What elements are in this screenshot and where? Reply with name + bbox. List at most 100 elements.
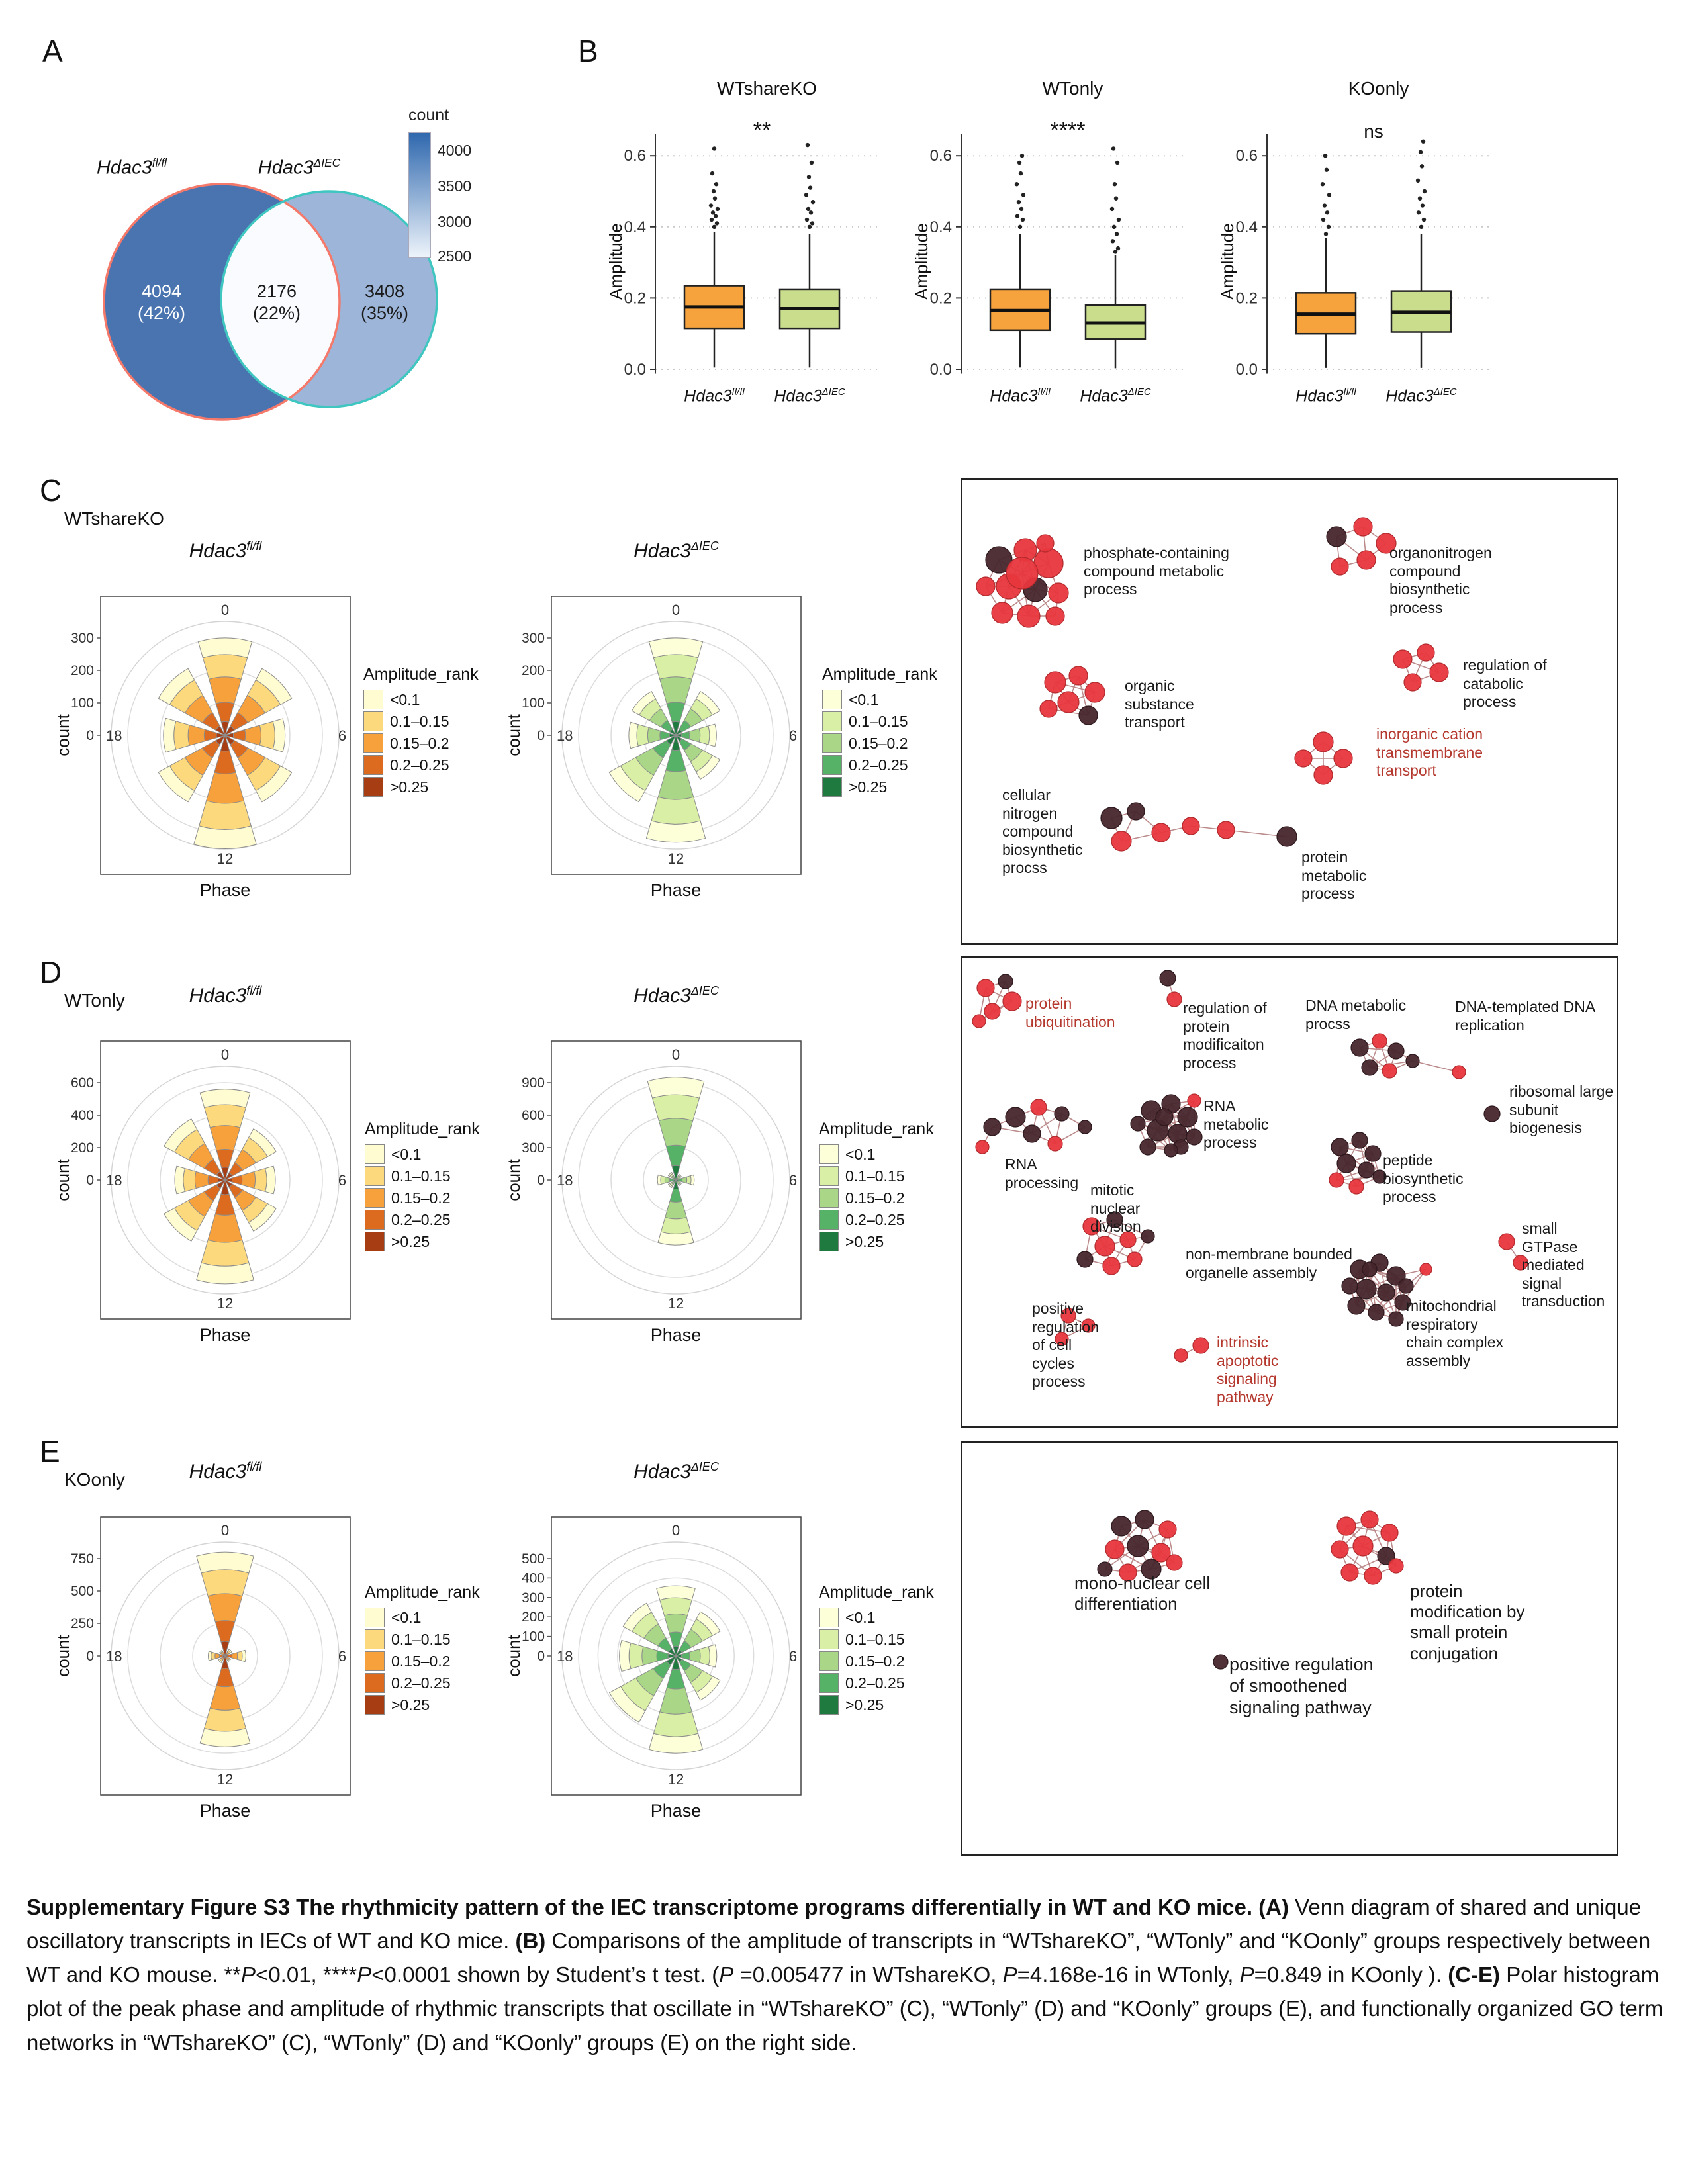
- legend-swatch: [822, 777, 842, 797]
- petal-segment: [216, 1148, 234, 1169]
- petal-segment: [254, 1168, 267, 1192]
- polar-outer-circle: [561, 1066, 790, 1295]
- legend-swatch: [365, 1210, 385, 1230]
- go-node-dark: [1361, 1059, 1378, 1076]
- legend-label: 0.15–0.2: [391, 1189, 451, 1206]
- go-term-label: cellular nitrogen compound biosynthetic …: [1002, 786, 1083, 877]
- go-node-red: [1382, 1063, 1397, 1079]
- go-node-red: [1388, 1558, 1404, 1574]
- legend-title: Amplitude_rank: [819, 1120, 934, 1138]
- petal-segment: [660, 1175, 666, 1185]
- caption-segment: <0.0001 shown by Student’s t test. (: [371, 1962, 720, 1987]
- legend-item: 0.15–0.2: [365, 1188, 491, 1208]
- radial-tick-label: 200: [522, 663, 545, 678]
- outlier-dot: [1020, 217, 1025, 222]
- angle-label-6: 6: [338, 727, 346, 744]
- go-node-red: [1513, 1255, 1528, 1271]
- radial-tick-label: 250: [71, 1616, 94, 1631]
- petal-segment: [651, 1094, 700, 1122]
- outlier-dot: [1109, 206, 1115, 212]
- angle-label-6: 6: [338, 1172, 346, 1189]
- panel-label-e: E: [40, 1434, 60, 1469]
- venn-legend-tick: 2500: [438, 248, 472, 265]
- legend-swatch: [365, 1651, 385, 1671]
- outlier-dot: [1115, 246, 1121, 251]
- petal-segment: [678, 1177, 682, 1183]
- radial-tick-label: 0: [537, 1649, 545, 1664]
- venn-legend-title: count: [408, 106, 449, 124]
- legend-swatch: [819, 1651, 839, 1671]
- go-node-red: [1417, 643, 1435, 662]
- petal-segment: [659, 1687, 692, 1715]
- go-term-label: ribosomal large subunit biogenesis: [1509, 1083, 1614, 1137]
- petal-segment: [665, 1201, 687, 1220]
- go-term-label: protein modification by small protein co…: [1410, 1581, 1525, 1663]
- rose-x-axis-title: Phase: [651, 880, 702, 900]
- petal-segment: [264, 1165, 276, 1195]
- go-node-red: [1336, 1516, 1356, 1536]
- legend-swatch: [363, 733, 383, 753]
- go-term-label: phosphate-containing compound metabolic …: [1084, 544, 1229, 598]
- radial-tick-label: 200: [71, 663, 94, 678]
- petal-segment: [215, 702, 235, 723]
- angle-label-12: 12: [668, 1771, 684, 1788]
- petal-segment: [272, 718, 286, 752]
- legend-label: 0.1–0.15: [845, 1167, 905, 1185]
- panel-label-c: C: [40, 473, 62, 508]
- go-node-red: [1094, 1236, 1115, 1257]
- outlier-dot: [1415, 178, 1421, 183]
- venn-legend-gradient: [408, 132, 431, 258]
- legend-title: Amplitude_rank: [822, 665, 937, 684]
- petal-segment: [207, 1213, 243, 1243]
- polar-outer-circle: [111, 1541, 340, 1770]
- go-node-red: [1151, 1543, 1171, 1563]
- outlier-dot: [810, 199, 816, 205]
- radial-tick-label: 400: [522, 1570, 545, 1586]
- petal-segment: [163, 717, 177, 753]
- petal-segment: [164, 1207, 198, 1242]
- go-node-dark: [1076, 1251, 1094, 1268]
- go-node-red: [1045, 606, 1065, 626]
- go-node-dark: [1358, 1161, 1375, 1179]
- legend-item: >0.25: [819, 1232, 945, 1251]
- venn-legend-tick: 3000: [438, 213, 472, 230]
- y-tick-label: 0.4: [624, 218, 646, 236]
- go-term-label: mitotic nuclear division: [1090, 1181, 1141, 1236]
- go-node-dark: [1213, 1654, 1229, 1670]
- go-node-dark: [1336, 1154, 1356, 1173]
- outlier-dot: [1115, 160, 1120, 165]
- petal-segment: [174, 1165, 186, 1195]
- go-network-plot: [976, 517, 1449, 852]
- go-node-dark: [1388, 1311, 1404, 1327]
- go-node-red: [1333, 749, 1353, 768]
- caption-segment: =4.168e-16 in WTonly,: [1017, 1962, 1240, 1987]
- x-axis-genotype-label: Hdac3fl/fl: [684, 387, 745, 406]
- outlier-dot: [808, 185, 813, 190]
- outlier-dot: [1016, 199, 1021, 205]
- petal-segment: [227, 1653, 233, 1659]
- petal-segment: [656, 1650, 669, 1662]
- outlier-dot: [1418, 150, 1423, 155]
- angle-label-18: 18: [557, 727, 573, 744]
- petal-segment: [207, 1593, 243, 1623]
- go-node-dark: [1276, 826, 1297, 847]
- petal-segment: [218, 1659, 222, 1663]
- rose-title: Hdac3fl/fl: [189, 539, 262, 562]
- petal-segment: [241, 1171, 256, 1189]
- petal-segment: [196, 1551, 254, 1574]
- go-node-dark: [1372, 1169, 1387, 1184]
- outlier-dot: [1321, 217, 1326, 222]
- legend-swatch: [822, 733, 842, 753]
- petal-segment: [248, 1203, 277, 1232]
- outlier-dot: [1419, 164, 1425, 169]
- legend-label: 0.15–0.2: [849, 734, 908, 752]
- petal-segment: [218, 1649, 223, 1654]
- venn-right-count: 3408: [365, 281, 404, 301]
- legend-label: <0.1: [845, 1608, 876, 1626]
